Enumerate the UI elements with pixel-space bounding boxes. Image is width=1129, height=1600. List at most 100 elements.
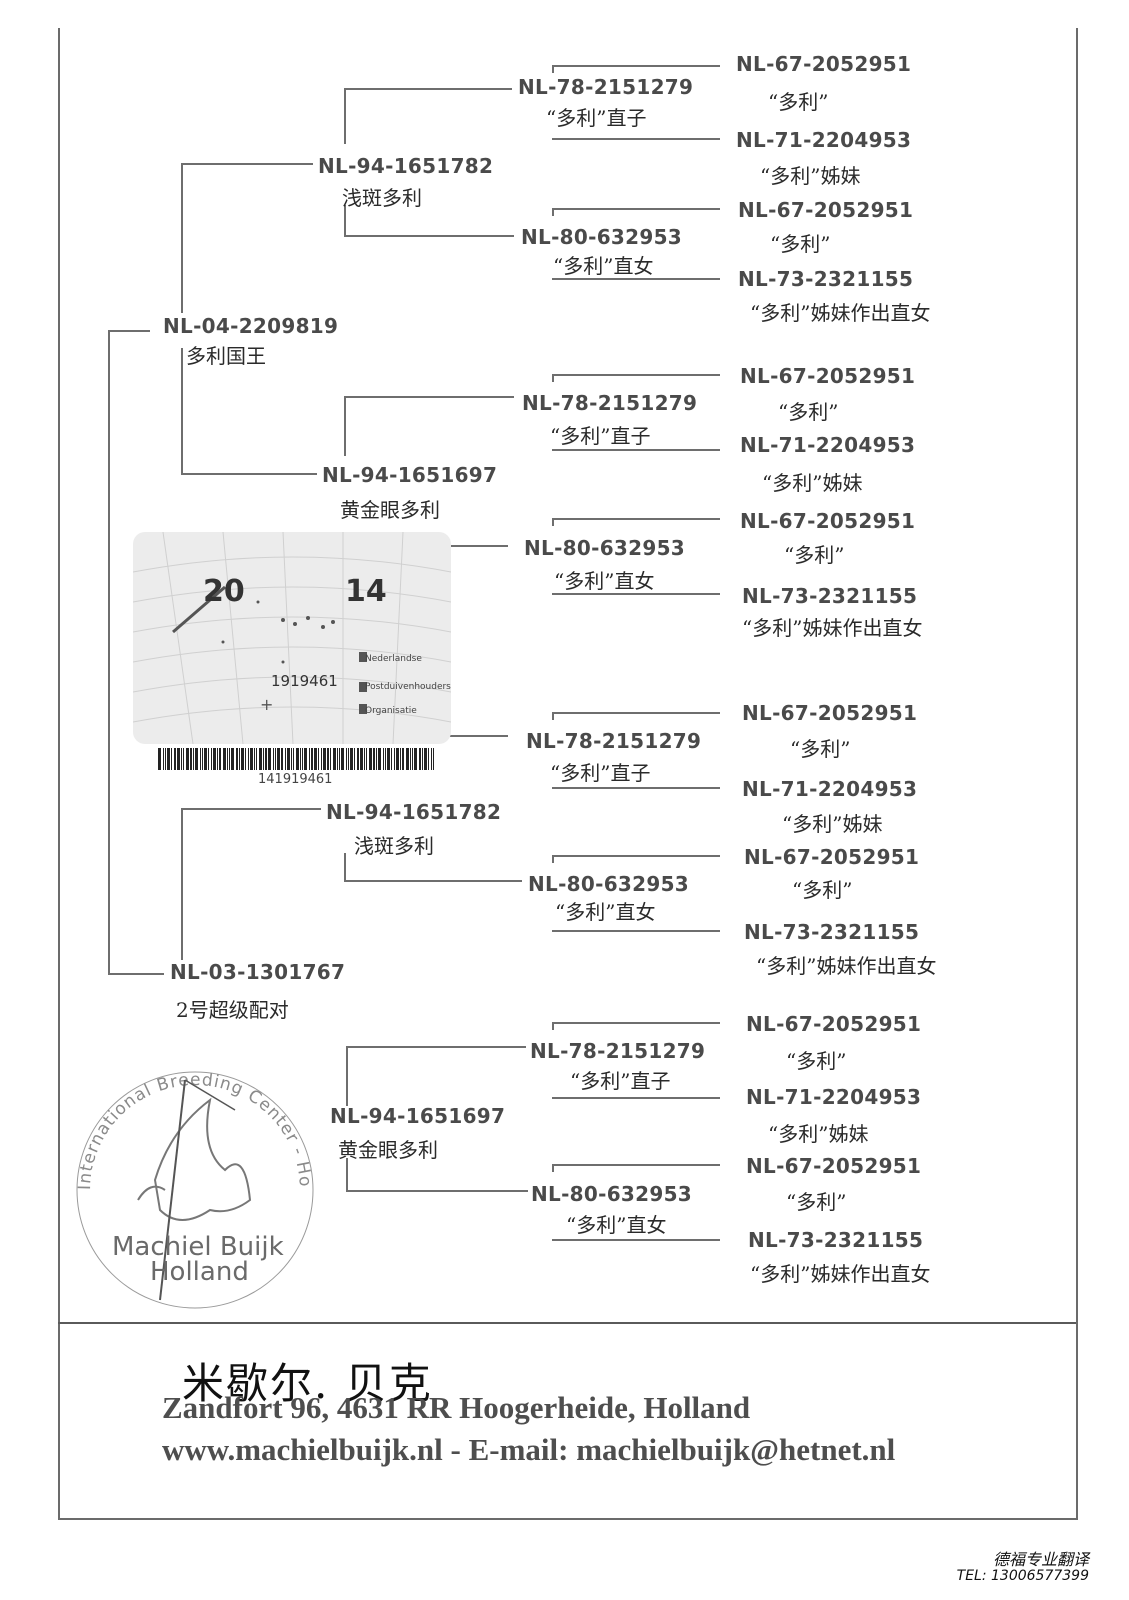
barcode-bar (183, 748, 184, 770)
connector-line (552, 208, 554, 216)
connector-line (346, 1190, 528, 1192)
connector-line (552, 278, 720, 280)
connector-line (181, 473, 317, 475)
gen4-ring: NL-67-2052951 (744, 845, 920, 869)
sticker-org-line: Organisatie (365, 706, 417, 716)
barcode-bar (406, 748, 409, 770)
gen3-ring: NL-80-632953 (521, 225, 683, 249)
dam-dam-name: 黄金眼多利 (338, 1138, 438, 1162)
connector-line (552, 787, 720, 789)
connector-line (181, 348, 183, 474)
gen3-ring: NL-78-2151279 (526, 729, 702, 753)
connector-line (108, 973, 164, 975)
barcode-bar (360, 748, 363, 770)
barcode-bar (268, 748, 271, 770)
connector-line (552, 65, 720, 67)
subject-name: 多利国王 (186, 344, 266, 368)
barcode-bar (431, 748, 432, 770)
barcode-bar (273, 748, 274, 770)
gen4-name: “多利” (770, 232, 831, 256)
sticker-org-line: Postduivenhouders (365, 682, 451, 692)
gen3-name: “多利”直子 (550, 424, 651, 448)
gen3-ring: NL-80-632953 (531, 1182, 693, 1206)
barcode-bar (229, 748, 230, 770)
connector-line (552, 208, 720, 210)
barcode-bar (391, 748, 392, 770)
gen3-ring: NL-80-632953 (524, 536, 686, 560)
barcode-bar (304, 748, 307, 770)
barcode-bar (410, 748, 411, 770)
barcode-bar (254, 748, 255, 770)
dam-sire-name: 浅斑多利 (354, 834, 434, 858)
barcode-bar (364, 748, 365, 770)
connector-line (552, 1097, 720, 1099)
gen4-ring: NL-67-2052951 (746, 1012, 922, 1036)
gen4-name: “多利”姊妹作出直女 (742, 616, 923, 640)
barcode-bar (291, 748, 292, 770)
barcode-bar (285, 748, 286, 770)
barcode-bar (323, 748, 326, 770)
barcode (158, 748, 434, 770)
gen4-name: “多利” (786, 1190, 847, 1214)
barcode-bar (339, 748, 340, 770)
barcode-bar (433, 748, 434, 770)
gen4-ring: NL-67-2052951 (742, 701, 918, 725)
connector-line (552, 1164, 554, 1172)
connector-line (344, 205, 346, 235)
barcode-bar (281, 748, 283, 770)
barcode-bar (241, 748, 244, 770)
barcode-bar (219, 748, 221, 770)
barcode-bar (369, 748, 372, 770)
gen4-name: “多利”姊妹 (782, 812, 883, 836)
barcode-bar (396, 748, 399, 770)
translator-brand: 德福专业翻译 (992, 1550, 1089, 1569)
barcode-bar (223, 748, 226, 770)
barcode-bar (236, 748, 238, 770)
barcode-bar (376, 748, 377, 770)
gen4-ring: NL-67-2052951 (746, 1154, 922, 1178)
connector-line (552, 1239, 720, 1241)
barcode-bar (177, 748, 180, 770)
barcode-bar (327, 748, 329, 770)
barcode-bar (259, 748, 262, 770)
connector-line (552, 518, 720, 520)
barcode-bar (250, 748, 253, 770)
connector-line (448, 735, 508, 737)
sire-dam-ring: NL-94-1651697 (322, 463, 498, 487)
connector-line (552, 65, 554, 73)
barcode-bar (239, 748, 240, 770)
connector-line (552, 593, 720, 595)
barcode-bar (333, 748, 336, 770)
connector-line (552, 1022, 554, 1030)
barcode-bar (174, 748, 176, 770)
connector-line (344, 880, 522, 882)
connector-line (552, 449, 720, 451)
connector-line (344, 235, 514, 237)
gen4-ring: NL-73-2321155 (748, 1228, 924, 1252)
connector-line (552, 712, 554, 720)
barcode-bar (190, 748, 192, 770)
barcode-bar (248, 748, 249, 770)
gen4-name: “多利” (778, 400, 839, 424)
gen3-name: “多利”直子 (570, 1069, 671, 1093)
gen4-ring: NL-67-2052951 (740, 509, 916, 533)
translator-tel: TEL: 13006577399 (956, 1568, 1089, 1584)
barcode-bar (181, 748, 182, 770)
barcode-bar (217, 748, 218, 770)
dam-ring: NL-03-1301767 (170, 960, 346, 984)
barcode-bar (300, 748, 301, 770)
svg-text:International Breeding Center: International Breeding Center - Hoogerhe… (60, 1040, 315, 1190)
connector-line (552, 138, 720, 140)
barcode-bar (387, 748, 390, 770)
gen4-ring: NL-71-2204953 (742, 777, 918, 801)
connector-line (346, 1046, 526, 1048)
connector-line (108, 330, 150, 332)
gen4-ring: NL-73-2321155 (738, 267, 914, 291)
gen4-ring: NL-67-2052951 (736, 52, 912, 76)
connector-line (448, 545, 508, 547)
barcode-bar (318, 748, 319, 770)
barcode-bar (195, 748, 198, 770)
connector-line (552, 1022, 720, 1024)
barcode-bar (158, 748, 161, 770)
barcode-bar (265, 748, 267, 770)
